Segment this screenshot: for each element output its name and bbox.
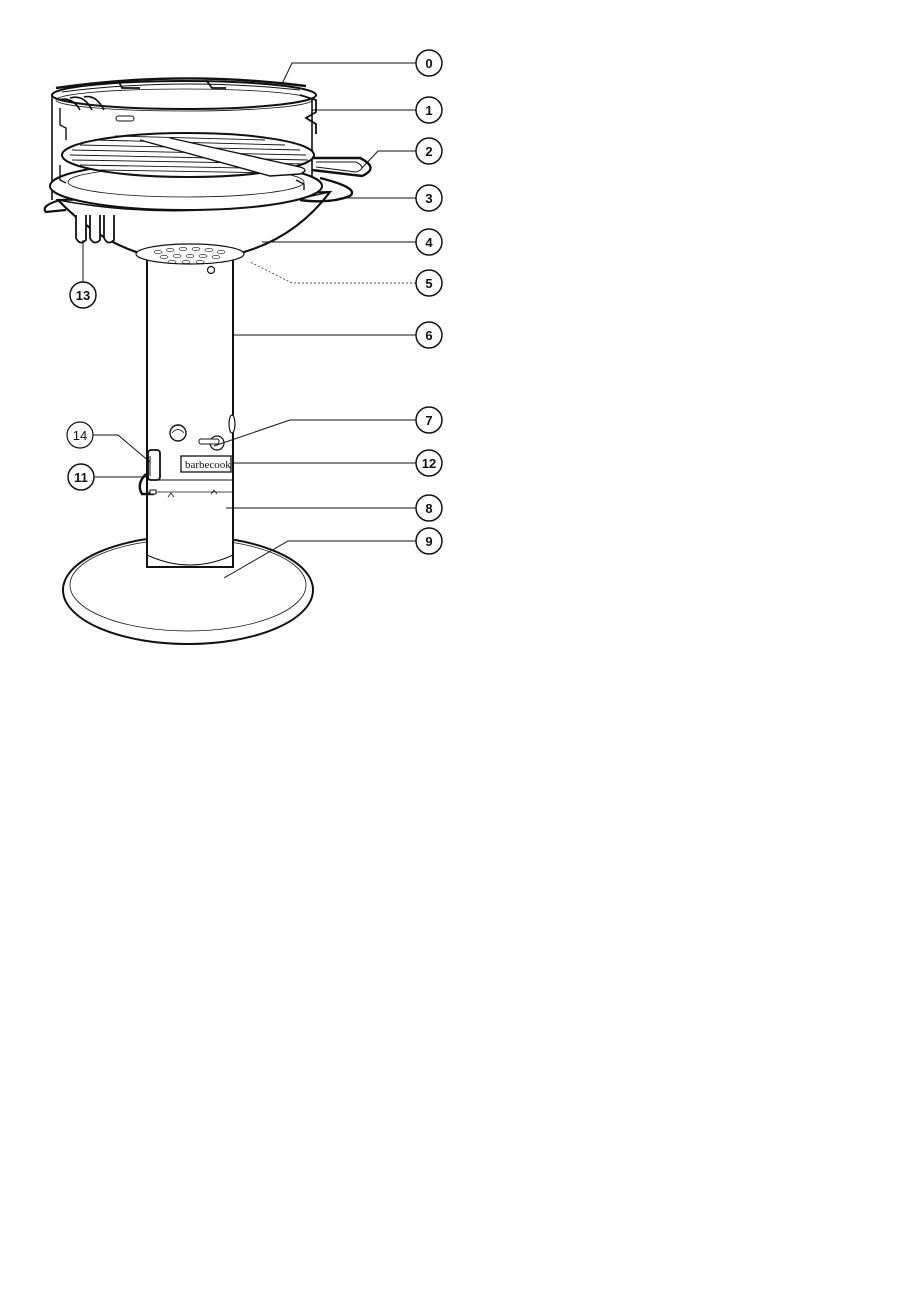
callout-1: 1 bbox=[415, 96, 443, 124]
callout-14-label: 14 bbox=[73, 428, 87, 443]
callout-8-label: 8 bbox=[425, 501, 432, 516]
callout-1-label: 1 bbox=[425, 103, 432, 118]
callout-12-label: 12 bbox=[422, 456, 436, 471]
callout-6-label: 6 bbox=[425, 328, 432, 343]
callout-11: 11 bbox=[67, 463, 95, 491]
callout-11-label: 11 bbox=[74, 470, 88, 485]
leader-2 bbox=[361, 150, 416, 169]
callout-9: 9 bbox=[415, 527, 443, 555]
bowl-handle bbox=[43, 176, 354, 214]
brand-label: barbecook bbox=[185, 459, 231, 471]
leader-lines bbox=[82, 62, 416, 579]
fire-bowl bbox=[55, 190, 333, 275]
callout-6: 6 bbox=[415, 321, 443, 349]
callout-7: 7 bbox=[415, 406, 443, 434]
pedestal-column: barbecook bbox=[146, 254, 236, 568]
leader-14 bbox=[93, 434, 151, 463]
tool-hooks bbox=[75, 215, 115, 244]
callout-7-text: 7 bbox=[425, 413, 432, 428]
callout-5-label: 5 bbox=[425, 276, 432, 291]
warming-rack bbox=[55, 77, 307, 111]
callout-3-label: 3 bbox=[425, 191, 432, 206]
leader-0 bbox=[281, 62, 416, 85]
cooking-grid bbox=[61, 132, 372, 178]
callout-4-label: 4 bbox=[425, 235, 433, 250]
leader-9 bbox=[223, 540, 416, 579]
callout-9-label: 9 bbox=[425, 534, 432, 549]
callout-2-label: 2 bbox=[425, 144, 432, 159]
callout-0-label: 0 bbox=[425, 56, 432, 71]
leader-7 bbox=[213, 419, 416, 447]
callout-13: 13 bbox=[69, 281, 97, 309]
callout-3: 3 bbox=[415, 184, 443, 212]
callout-8: 8 bbox=[415, 494, 443, 522]
callout-0: 0 bbox=[415, 49, 443, 77]
callout-14: 14 bbox=[66, 421, 94, 449]
leader-5 bbox=[249, 261, 416, 284]
callout-12: 12 bbox=[415, 449, 443, 477]
callout-4: 4 bbox=[415, 228, 443, 256]
callout-13-label: 13 bbox=[76, 288, 90, 303]
latch-handle bbox=[138, 449, 161, 496]
callout-5: 5 bbox=[415, 269, 443, 297]
callout-2: 2 bbox=[415, 137, 443, 165]
